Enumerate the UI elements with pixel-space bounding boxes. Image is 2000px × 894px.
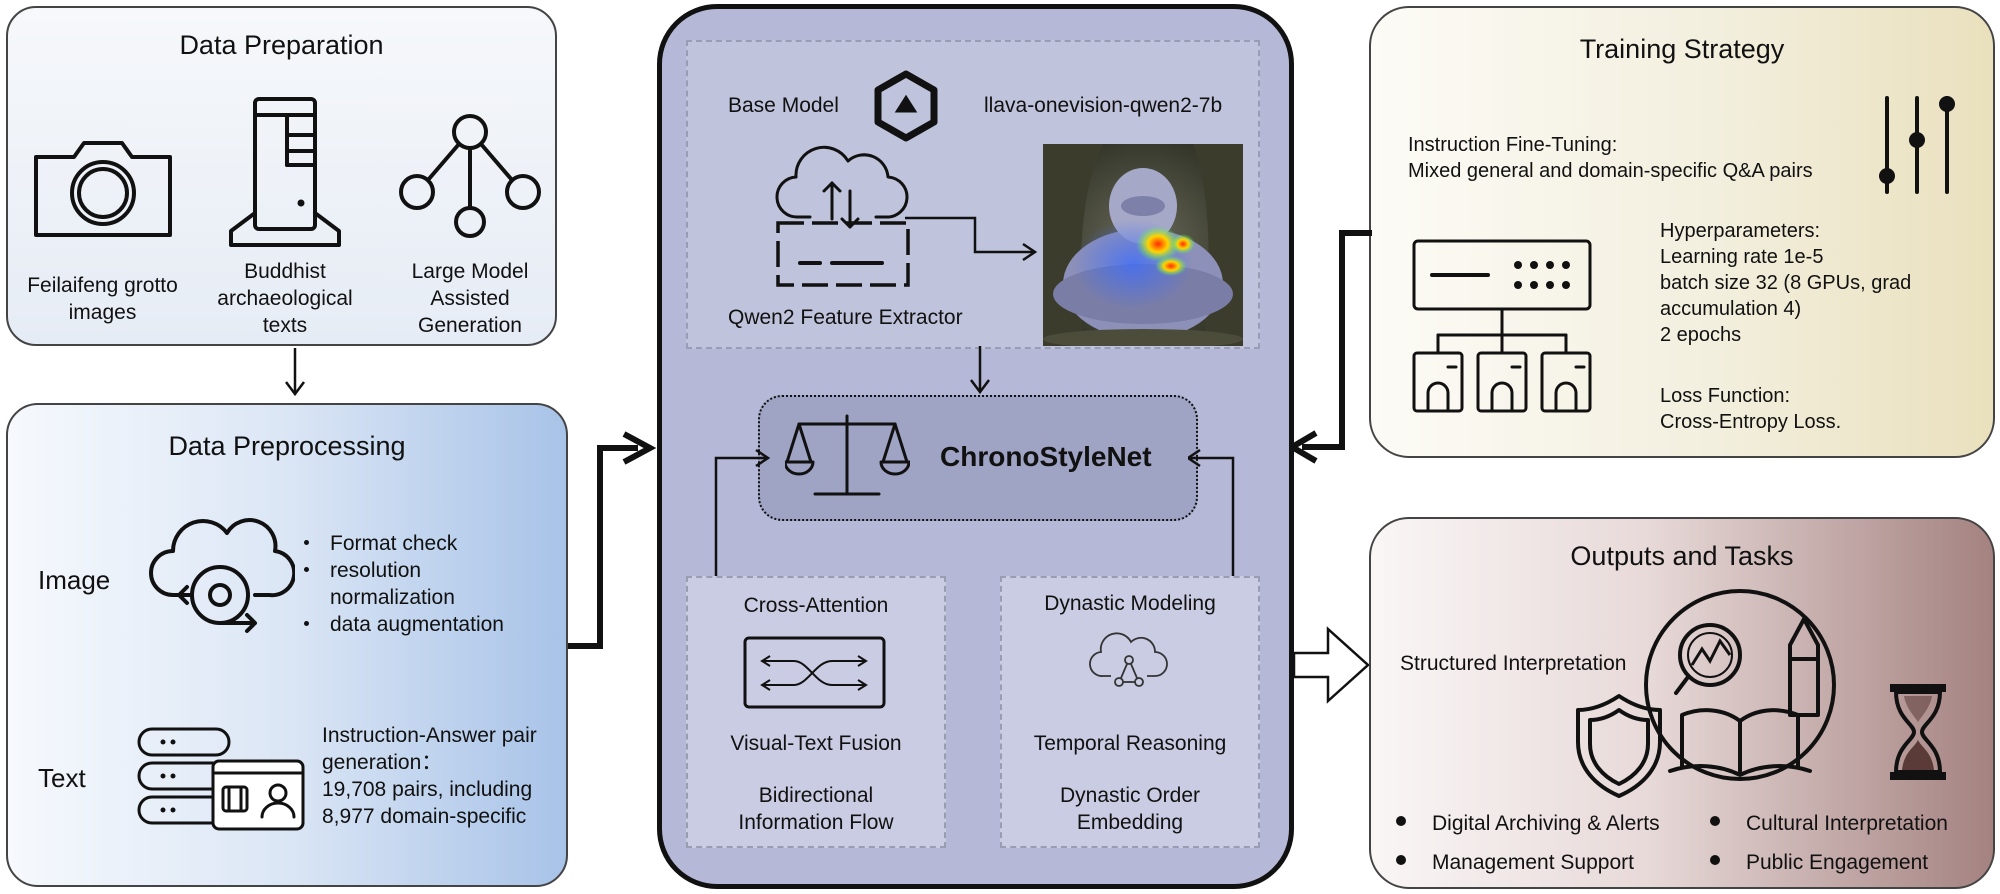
sliders-icon	[1879, 96, 1955, 194]
task-public-engagement: Public Engagement	[1706, 849, 1996, 876]
dynastic-modeling-title: Dynastic Modeling	[1044, 592, 1216, 615]
image-steps-list: Format check resolution normalization da…	[300, 530, 550, 638]
tasks-list-right: Cultural Interpretation Public Engagemen…	[1706, 810, 1996, 876]
image-step-augmentation: data augmentation	[300, 611, 550, 638]
cross-attention-box	[686, 576, 946, 848]
dynastic-modeling-desc: Dynastic Order Embedding	[1059, 784, 1201, 834]
data-preparation-title: Data Preparation	[179, 30, 384, 60]
task-management-support: Management Support	[1392, 849, 1692, 876]
arrow-extractor-to-image	[905, 216, 1038, 262]
analysis-book-icon	[1644, 589, 1836, 781]
core-name: ChronoStyleNet	[940, 441, 1152, 472]
text-label: Text	[38, 763, 86, 793]
data-preparation-panel: Data Preparation	[6, 6, 557, 346]
loss-function-text: Loss Function: Cross-Entropy Loss.	[1660, 385, 1842, 433]
prep-item-generation-label: Large Model Assisted Generation	[411, 260, 529, 337]
data-preprocessing-title: Data Preprocessing	[168, 431, 406, 461]
cross-attention-desc: Bidirectional Information Flow	[738, 784, 894, 834]
arrow-model-to-outputs	[1292, 626, 1370, 704]
structured-interpretation-label: Structured Interpretation	[1400, 652, 1627, 675]
cross-flow-icon	[743, 636, 886, 709]
outputs-tasks-title: Outputs and Tasks	[1570, 541, 1794, 571]
base-model-name: llava-onevision-qwen2-7b	[984, 94, 1223, 117]
training-strategy-title: Training Strategy	[1579, 34, 1785, 64]
qwen-logo-icon	[874, 70, 938, 142]
arrow-down-to-core	[970, 346, 990, 395]
cloud-network-icon	[1089, 632, 1168, 687]
arrow-training-to-model	[1290, 230, 1372, 464]
hourglass-icon	[1890, 684, 1946, 780]
server-network-icon	[1412, 239, 1592, 413]
scale-icon	[785, 414, 910, 496]
arrow-down-prep-to-preproc	[285, 348, 305, 397]
tasks-list-left: Digital Archiving & Alerts Management Su…	[1392, 810, 1692, 876]
training-strategy-panel: Training Strategy	[1369, 6, 1995, 458]
task-digital-archiving: Digital Archiving & Alerts	[1392, 810, 1692, 837]
outputs-tasks-panel: Outputs and Tasks	[1369, 517, 1995, 889]
image-step-resolution: resolution normalization	[300, 557, 550, 611]
arrow-dynastic-to-core	[1188, 448, 1235, 578]
image-sync-icon	[149, 518, 295, 633]
database-id-card-icon	[137, 727, 305, 831]
base-model-label: Base Model	[728, 94, 839, 117]
dynastic-modeling-subtitle: Temporal Reasoning	[1033, 732, 1227, 755]
shield-icon	[1576, 694, 1662, 798]
task-cultural-interpretation: Cultural Interpretation	[1706, 810, 1996, 837]
dynastic-modeling-box	[1000, 576, 1260, 848]
cloud-server-icon	[775, 145, 910, 287]
server-tower-icon	[229, 97, 341, 247]
arrow-preproc-to-model	[568, 431, 657, 649]
camera-icon	[34, 141, 172, 237]
instruction-finetuning-text: Instruction Fine-Tuning: Mixed general a…	[1408, 134, 1813, 182]
text-description: Instruction-Answer pair generation： 19,7…	[322, 724, 537, 828]
image-label: Image	[38, 565, 111, 595]
prep-item-images-label: Feilaifeng grotto images	[27, 274, 178, 324]
prep-item-texts-label: Buddhist archaeological texts	[217, 260, 353, 337]
arrow-crossattn-to-core	[714, 448, 771, 578]
hyperparameters-text: Hyperparameters: Learning rate 1e-5 batc…	[1660, 220, 1912, 346]
cross-attention-subtitle: Visual-Text Fusion	[730, 732, 902, 755]
image-step-format: Format check	[300, 530, 550, 557]
network-tree-icon	[399, 114, 541, 238]
feature-extractor-label: Qwen2 Feature Extractor	[728, 306, 963, 329]
cross-attention-title: Cross-Attention	[743, 594, 889, 617]
buddha-heatmap-image	[1043, 144, 1243, 346]
